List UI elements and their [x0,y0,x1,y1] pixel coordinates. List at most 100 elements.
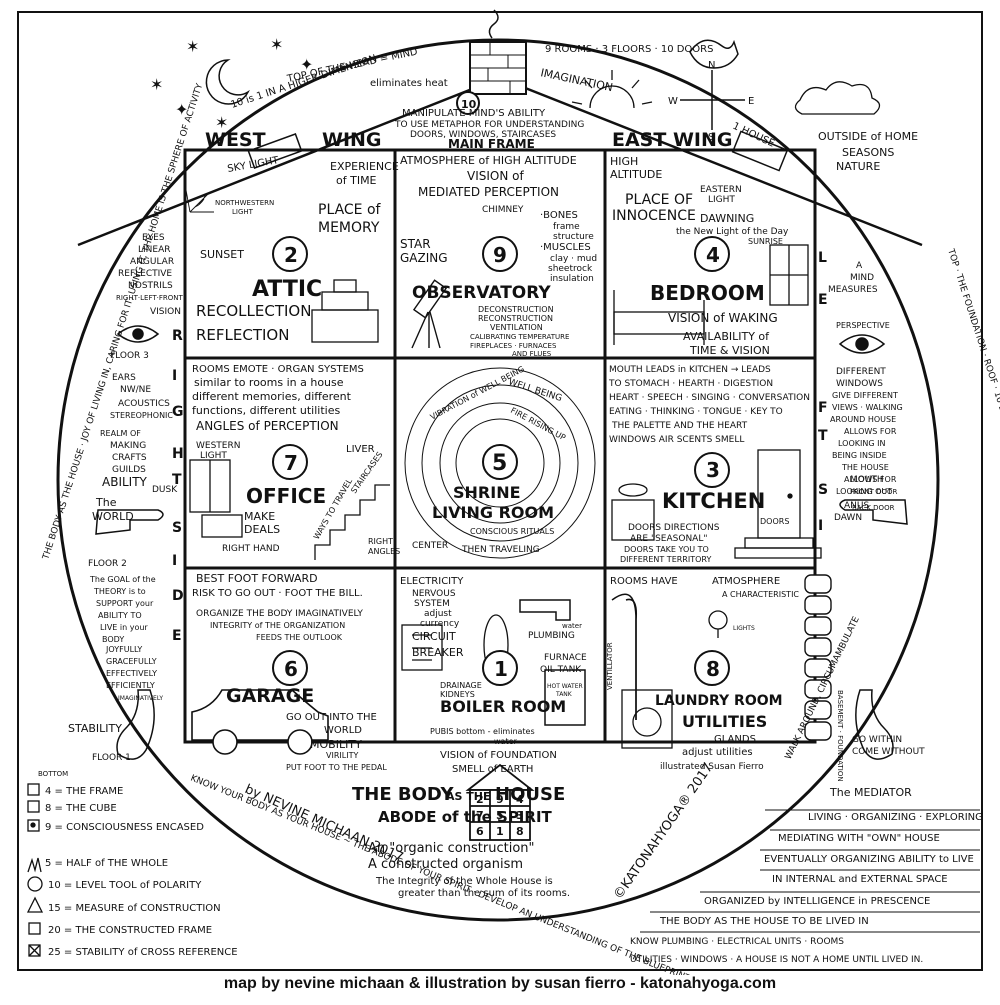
left-goal-line: THEORY is to [93,587,146,596]
left-vertical-letter: T [172,472,182,488]
left-goal-line: EFFECTIVELY [106,669,157,678]
room-kitchen-name: KITCHEN [662,489,765,513]
room-laundry-name: LAUNDRY ROOM [655,693,783,709]
room-office-line: STAIRCASES [349,450,384,495]
room-laundry-line: A CHARACTERISTIC [722,590,799,599]
right-vertical-letter: I [818,518,823,534]
room-observatory-line: VENTILATION [490,323,543,332]
left-goal-line: IMAGINATIVELY [118,695,163,702]
right-mind-line: MEASURES [828,285,878,295]
room-office-line: different memories, different [192,390,352,403]
legend-item: 20 = THE CONSTRUCTED FRAME [48,925,212,936]
weathervane-icon [680,39,745,130]
left-eyes-line: ANGULAR [130,257,174,267]
room-boiler: 1 BOILER ROOM ELECTRICITY NERVOUS SYSTEM… [400,576,587,775]
room-boiler-line: KIDNEYS [440,690,475,699]
room-boiler-line: FURNACE [544,653,587,663]
left-world-line: The [95,496,117,509]
right-windows-line: THE HOUSE [841,463,889,472]
left-world-line: DUSK [152,485,178,495]
room-observatory-number: 9 [493,243,507,267]
right-mouth-line: MOUTH [850,475,884,485]
room-garage-line: WORLD [324,725,362,736]
room-boiler-line: TANK [555,691,573,698]
left-goal-line: ABILITY TO [98,611,142,620]
kitchen-door-icon [734,449,822,559]
num-10-label: 10 [461,98,477,111]
room-office-line: MAKE [244,510,275,523]
left-side-notes: EYES LINEAR ANGULAR REFLECTIVE NOSTRILS … [38,233,184,778]
room-office-number: 7 [284,451,298,475]
right-windows-line: AROUND HOUSE [830,415,896,424]
room-boiler-line: SYSTEM [414,599,450,609]
magic-cell: 3 [516,809,524,822]
left-goal-line: JOYFULLY [105,645,142,654]
right-arc-text: TOP · THE FOUNDATION · ROOF · 10 DOORS ·… [945,247,1000,635]
left-eyes-line: NOSTRILS [128,281,173,291]
room-kitchen-line: DIFFERENT TERRITORY [620,555,711,564]
left-vertical-letter: S [172,520,182,536]
room-kitchen-line: DOORS [760,517,789,526]
room-boiler-line: CIRCUIT [412,630,456,643]
left-eyes-line: EYES [142,233,165,243]
svg-text:✶: ✶ [186,37,199,56]
room-office-line: functions, different utilities [192,404,340,417]
legend-item: 15 = MEASURE of CONSTRUCTION [48,903,221,914]
room-garage-line: RISK TO GO OUT · FOOT THE BILL. [192,588,363,599]
room-bedroom-line: TIME & VISION [689,344,770,357]
room-garage-line: ORGANIZE THE BODY IMAGINATIVELY [196,609,363,619]
room-kitchen-line: ARE "SEASONAL" [630,534,708,544]
washer-icon [621,689,673,749]
attic-note-1: MANIPULATE MIND'S ABILITY [402,108,546,119]
left-floor-3: FLOOR 3 [110,351,149,361]
room-kitchen-line: DOORS DIRECTIONS [628,523,720,533]
room-laundry: 8 LAUNDRY ROOM UTILITIES ROOMS HAVE ATMO… [606,576,799,772]
cloud-icon [794,81,881,115]
room-boiler-line: ELECTRICITY [400,576,464,587]
room-attic-line: RECOLLECTION [196,302,311,320]
telescope-icon [411,279,448,349]
note-line: LIVING · ORGANIZING · EXPLORING [808,812,983,823]
right-vertical-letter: L [818,250,827,266]
magic-square-house [465,763,535,841]
room-bedroom-line: DAWNING [700,212,754,225]
compass-s: S [708,132,714,143]
room-office-line: LIGHT [200,451,227,461]
room-laundry-line: VENTILLATOR [606,642,614,690]
room-shrine-number: 5 [492,451,507,476]
right-eye-icon [838,334,886,354]
right-vertical-letter: F [818,400,828,416]
right-hand-icon [839,499,908,525]
right-foot-icon [855,689,894,760]
katonah-text: ©KATONAHYOGA® 2017 [611,761,716,903]
legend-icons [26,783,44,957]
svg-text:✦: ✦ [175,100,188,119]
left-realm-line: ABILITY [102,475,148,489]
room-boiler-line: water [494,737,518,746]
room-office: 7 OFFICE ROOMS EMOTE · ORGAN SYSTEMS sim… [192,364,400,556]
left-floor-1: FLOOR 1 [92,753,131,763]
magic-cell: 4 [516,793,524,806]
right-vertical-letter: S [818,482,828,498]
right-mind-line: A [856,261,863,271]
left-realm-line: GUILDS [112,465,146,475]
room-office-line: similar to rooms in a house [194,376,344,389]
wing-label: WING [322,129,382,151]
lightbulb-icon [708,610,728,638]
room-laundry-line: adjust utilities [682,747,753,758]
left-eyes-line: LINEAR [138,245,171,255]
circuit-breaker-icon [401,624,443,671]
left-floor-2: FLOOR 2 [88,559,127,569]
room-observatory: 9 OBSERVATORY ATMOSPHERE of HIGH ALTITUD… [400,154,597,358]
left-ears-line: NW/NE [120,385,151,395]
rooms-floors-label: 9 ROOMS · 3 FLOORS · 10 DOORS [545,44,713,55]
left-world-line: WORLD [92,510,134,523]
room-bedroom-line: PLACE OF [625,192,693,208]
note-line: MEDIATING WITH "OWN" HOUSE [778,833,940,844]
right-vertical-letter: T [818,428,828,444]
room-office-line: DEALS [244,523,280,536]
car-icon [191,689,329,755]
svg-text:✶: ✶ [150,75,163,94]
room-bedroom-line: the New Light of the Day [676,227,789,237]
svg-text:✶: ✶ [270,35,283,54]
